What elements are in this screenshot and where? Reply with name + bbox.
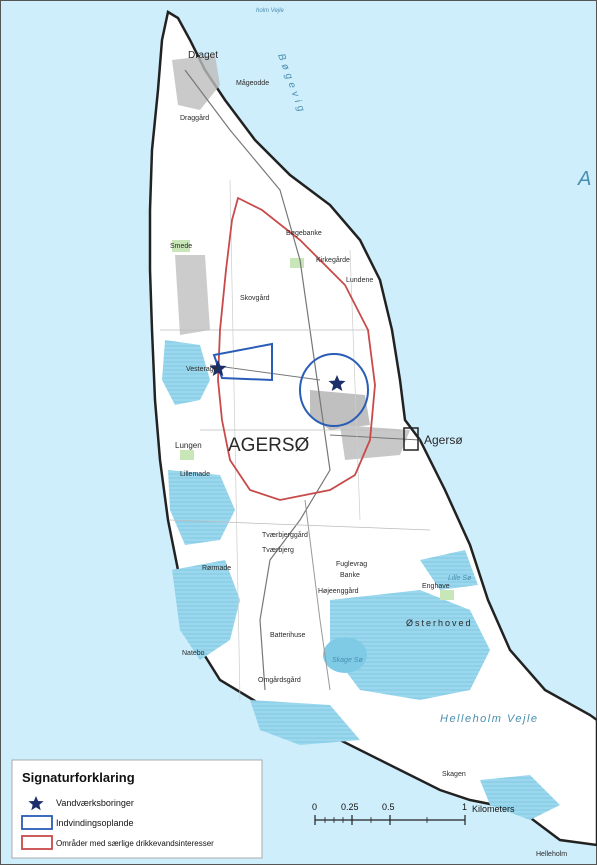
legend-box	[11, 759, 263, 859]
scale-unit: Kilometers	[472, 804, 515, 814]
field-line	[349, 249, 361, 521]
road-south	[304, 499, 331, 691]
marsh-rormade	[172, 560, 240, 660]
forest-patch	[180, 450, 194, 460]
label-smede: Smede	[170, 243, 192, 250]
settlement-draget	[172, 55, 220, 110]
label-omgaardsgaard: Omgårdsgård	[258, 676, 301, 684]
legend-blue-box-icon	[21, 815, 53, 830]
label-town-agerso: AGERSØ	[228, 435, 310, 456]
label-rormade: Rørmade	[202, 565, 231, 572]
marsh-lille-so	[420, 550, 478, 590]
label-vesterage: Vesterage	[186, 366, 218, 373]
label-dragaard: Draggård	[180, 114, 209, 122]
label-osterhoved: Østerhoved	[406, 618, 473, 628]
label-skovgaard: Skovgård	[240, 294, 270, 302]
label-sea-letter: A	[577, 168, 591, 190]
label-draget: Draget	[188, 50, 218, 61]
scale-tick-1: 1	[462, 802, 467, 812]
blue-catchment-town	[299, 353, 369, 427]
label-magegodde: Mågeodde	[236, 79, 269, 87]
legend-title: Signaturforklaring	[22, 770, 135, 785]
marsh-west	[162, 340, 210, 405]
scale-tick-025: 0.25	[341, 802, 359, 812]
label-enghave: Enghave	[422, 583, 450, 590]
well-star-town	[328, 375, 346, 391]
settlement-smede	[175, 255, 210, 335]
label-lungen: Lungen	[175, 441, 202, 450]
legend-red-box-icon	[21, 835, 53, 850]
field-line	[229, 179, 241, 701]
legend-label-drinking-water: Områder med særlige drikkevandsinteresse…	[56, 839, 214, 848]
road-harbor	[329, 434, 421, 441]
harbor-pier	[403, 427, 419, 451]
label-lille-so: Lille Sø	[448, 575, 472, 582]
label-fuglevrag: Fuglevrag	[336, 561, 367, 568]
label-helleholm: Helleholm	[536, 851, 567, 858]
label-kirkegaard: Kirkegårde	[316, 256, 350, 264]
marsh-lungen	[168, 470, 235, 545]
label-lundene: Lundene	[346, 277, 373, 284]
label-natebo: Natebo	[182, 650, 205, 657]
legend: Signaturforklaring Vandværksboringer Ind…	[11, 759, 263, 859]
label-harbor-agerso: Agersø	[424, 433, 463, 447]
forest-patch	[290, 258, 304, 268]
field-line	[169, 519, 431, 531]
label-helleholm-vejle: Helleholm Vejle	[440, 713, 539, 725]
red-drinking-water-area	[217, 196, 376, 501]
label-tvaerbjerggaard: Tværbjerggård	[262, 531, 308, 539]
label-skage-so: Skage Sø	[332, 657, 363, 664]
well-star-west	[209, 360, 227, 376]
forest-patch	[172, 240, 190, 252]
marsh-osterhoved	[330, 590, 490, 700]
scale-bar: 0 0.25 0.5 1 Kilometers	[312, 802, 515, 825]
label-banke: Banke	[340, 572, 360, 579]
label-holm-vejle: holm Vejle	[256, 8, 284, 14]
label-batterihuse: Batterihuse	[270, 632, 306, 639]
scale-tick-05: 0.5	[382, 802, 395, 812]
main-road	[184, 69, 331, 691]
settlement-town	[310, 390, 370, 430]
legend-star-icon	[28, 796, 44, 811]
marsh-south	[250, 700, 360, 745]
forest-patch	[440, 590, 454, 600]
label-lillemade: Lillemade	[180, 471, 210, 478]
legend-label-catchment: Indvindingsoplande	[56, 818, 134, 828]
label-hojeengaard: Højeenggård	[318, 587, 359, 595]
label-bogebanke: Bøgebanke	[286, 230, 322, 237]
scale-tick-0: 0	[312, 802, 317, 812]
legend-label-wells: Vandværksboringer	[56, 798, 134, 808]
label-tvaerbjerg: Tværbjerg	[262, 547, 294, 554]
lake-skage-so	[323, 637, 367, 673]
label-skagen: Skagen	[442, 771, 466, 778]
marsh-skagen	[480, 775, 560, 820]
